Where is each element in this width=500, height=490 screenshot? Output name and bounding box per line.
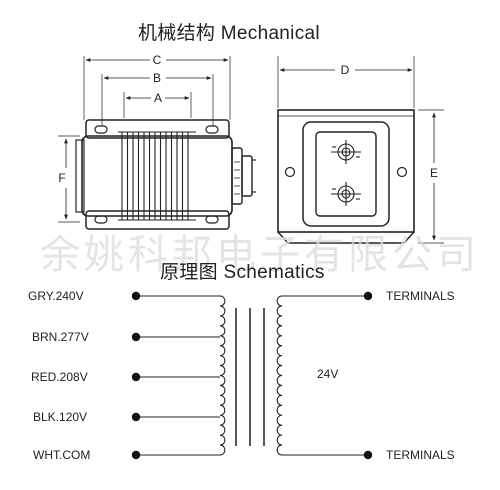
dim-c-label: C [153, 53, 162, 67]
front-view [277, 56, 444, 244]
dim-e-label: E [430, 166, 438, 180]
schematic [136, 295, 368, 456]
schematic-title: 原理图 Schematics [160, 262, 325, 283]
tap-label-gry: GRY.240V [28, 289, 84, 303]
dim-a-label: A [154, 91, 162, 105]
dim-d-label: D [341, 63, 350, 77]
dim-b-label: B [153, 71, 161, 85]
terminal-label-bottom: TERMINALS [386, 448, 455, 462]
tap-label-wht: WHT.COM [33, 448, 90, 462]
secondary-voltage-label: 24V [317, 367, 338, 381]
terminal-label-top: TERMINALS [386, 289, 455, 303]
connection-dots [131, 291, 373, 460]
side-view [58, 56, 256, 230]
watermark: 余姚科邦电子有限公司 [40, 232, 480, 278]
tap-label-brn: BRN.277V [32, 330, 89, 344]
tap-label-blk: BLK.120V [33, 410, 87, 424]
dim-f-label: F [58, 171, 65, 185]
tap-label-red: RED.208V [31, 370, 88, 384]
mechanical-title: 机械结构 Mechanical [138, 23, 320, 44]
